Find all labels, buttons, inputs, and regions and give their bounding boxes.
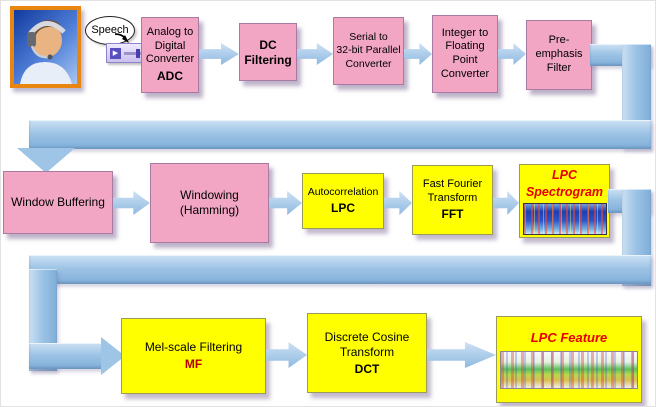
pipe-row1-to-row2-horizontal: [29, 120, 651, 149]
node-serial-parallel-label: Serial to 32-bit Parallel Converter: [336, 31, 401, 70]
flow-arrow-buffering-to-windowing: [113, 191, 150, 215]
node-window-buffering-label: Window Buffering: [11, 195, 105, 209]
node-autocorrelation-abbr: LPC: [331, 201, 355, 216]
node-adc: Analog to Digital Converter ADC: [141, 17, 199, 93]
lpc-feature-thumbnail: [500, 350, 638, 389]
flow-arrow-dct-to-lpc-feature: [427, 342, 496, 368]
flow-arrow-serial-to-integer: [404, 43, 432, 65]
flow-arrow-windowing-to-autocorrelation: [269, 191, 302, 215]
node-mel-filtering: Mel-scale Filtering MF: [121, 318, 266, 394]
node-lpc-spectrogram-label: LPC Spectrogram: [525, 168, 604, 199]
node-lpc-feature-label: LPC Feature: [530, 330, 608, 346]
node-pre-emphasis-label: Pre- emphasis Filter: [535, 34, 583, 74]
player-progress-knob: [136, 48, 141, 58]
node-mel-filtering-label: Mel-scale Filtering: [144, 340, 243, 354]
node-autocorrelation: Autocorrelation LPC: [302, 173, 384, 229]
node-lpc-feature: LPC Feature: [496, 316, 642, 403]
node-fft: Fast Fourier Transform FFT: [412, 165, 493, 235]
node-windowing-label: Windowing (Hamming): [179, 188, 240, 217]
node-dct-abbr: DCT: [354, 361, 380, 376]
lpc-spectrogram-thumbnail: [522, 202, 607, 235]
speaker-headset-illustration: [20, 20, 72, 84]
node-dct-label: Discrete Cosine Transform: [324, 329, 410, 359]
arrowhead-into-window-buffering: [17, 148, 75, 173]
node-adc-label: Analog to Digital Converter: [145, 25, 195, 66]
pipe-row3-left-stub: [29, 343, 103, 369]
pipe-row2-to-row3-horizontal: [29, 255, 651, 284]
flow-arrow-integer-to-preemphasis: [498, 43, 526, 65]
node-adc-abbr: ADC: [157, 69, 183, 84]
audio-player-thumbnail: ▶: [106, 43, 150, 63]
speech-to-player-arrow: [114, 33, 129, 43]
node-mel-filtering-abbr: MF: [184, 357, 203, 371]
node-dc-filtering-label: DC Filtering: [244, 38, 292, 67]
node-lpc-spectrogram: LPC Spectrogram: [519, 164, 610, 238]
node-pre-emphasis: Pre- emphasis Filter: [526, 20, 592, 90]
flow-arrow-adc-to-dc: [199, 43, 239, 65]
flow-arrow-dc-to-serial: [297, 43, 333, 65]
speech-label: Speech: [91, 23, 129, 36]
node-dc-filtering: DC Filtering: [239, 23, 297, 81]
node-fft-abbr: FFT: [441, 207, 464, 222]
flow-arrow-autocorrelation-to-fft: [384, 191, 412, 215]
player-progress-track: [124, 48, 146, 58]
node-windowing: Windowing (Hamming): [150, 163, 269, 243]
node-int-to-float: Integer to Floating Point Converter: [432, 15, 498, 93]
node-dct: Discrete Cosine Transform DCT: [307, 313, 427, 393]
node-fft-label: Fast Fourier Transform: [422, 177, 483, 204]
speaker-photo: [10, 6, 81, 88]
flow-arrow-mel-to-dct: [266, 342, 307, 368]
node-window-buffering: Window Buffering: [3, 171, 113, 234]
node-serial-parallel: Serial to 32-bit Parallel Converter: [333, 17, 404, 85]
node-autocorrelation-label: Autocorrelation: [307, 185, 379, 198]
flow-arrow-fft-to-spectrogram: [493, 191, 519, 215]
node-int-to-float-label: Integer to Floating Point Converter: [440, 26, 490, 80]
play-icon: ▶: [110, 47, 121, 59]
